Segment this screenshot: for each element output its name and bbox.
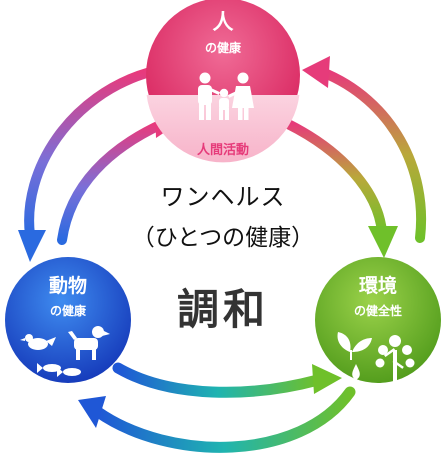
one-health-title: ワンヘルス (160, 183, 286, 211)
water-drop-icon (352, 364, 360, 380)
harmony-label: 調和 (176, 285, 269, 334)
one-health-subtitle: （ひとつの健康） (131, 225, 315, 251)
family-icon (198, 72, 254, 120)
animal-title: 動物 (48, 275, 87, 297)
fish-icon (37, 363, 81, 377)
animal-health-circle (5, 257, 131, 383)
environment-title: 環境 (358, 275, 397, 297)
human-title: 人 (212, 10, 234, 34)
tree-icon (375, 335, 415, 382)
dog-icon (68, 326, 110, 360)
human-subtitle: の健康 (204, 41, 241, 55)
environment-health-circle (315, 257, 441, 383)
environment-subtitle: の健全性 (353, 304, 402, 318)
plant-sprout-icon (337, 332, 372, 360)
human-health-circle (146, 0, 300, 163)
human-activity-label: 人間活動 (196, 143, 249, 158)
animal-subtitle: の健康 (49, 304, 86, 318)
cycle-arrows (18, 56, 427, 453)
bird-icon (20, 334, 56, 350)
